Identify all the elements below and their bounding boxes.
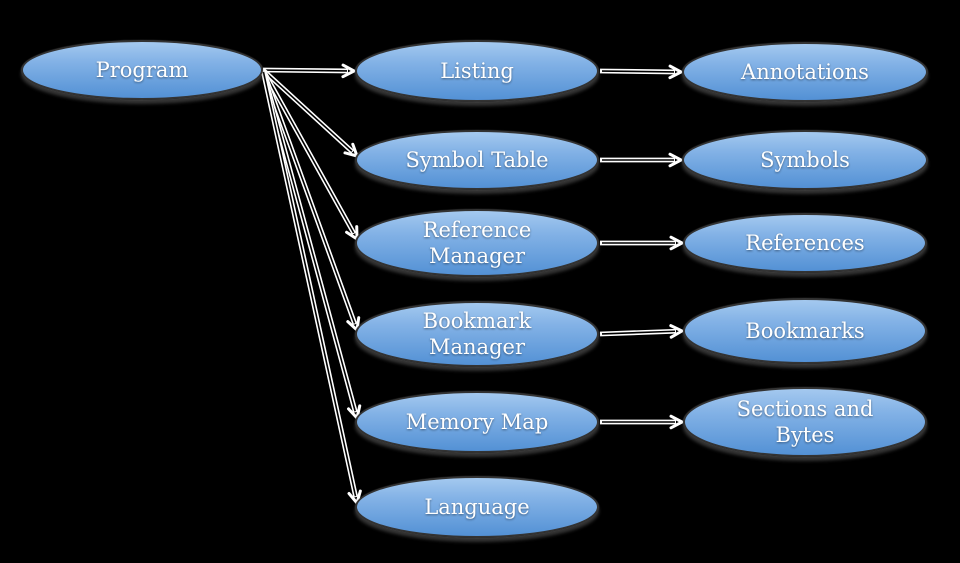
arrow-reference-manager-to-references (600, 235, 684, 251)
node-memory-map: Memory Map (355, 391, 599, 453)
node-label: Memory Map (405, 409, 549, 434)
arrow-program-to-listing (262, 63, 356, 79)
node-label: Language (424, 494, 530, 519)
node-label: Symbols (760, 147, 850, 172)
node-language: Language (355, 476, 599, 538)
node-bookmark-manager: Bookmark Manager (355, 301, 599, 367)
arrow-program-to-language (260, 69, 362, 505)
node-annotations: Annotations (682, 42, 928, 102)
arrow-program-to-memory-map (260, 69, 362, 420)
node-references: References (683, 213, 927, 273)
node-label: Annotations (741, 59, 869, 84)
node-label: Reference Manager (422, 217, 532, 268)
node-label: References (745, 230, 865, 255)
node-label: Bookmark Manager (422, 308, 532, 359)
node-label: Sections and Bytes (736, 396, 874, 447)
node-label: Listing (440, 58, 514, 83)
arrow-listing-to-annotations (599, 64, 683, 80)
node-listing: Listing (355, 40, 599, 102)
node-label: Bookmarks (745, 318, 865, 343)
arrow-program-to-reference-manager (260, 68, 359, 241)
node-reference-manager: Reference Manager (355, 209, 599, 277)
node-program: Program (21, 40, 263, 100)
node-symbol-table: Symbol Table (355, 130, 599, 190)
node-label: Program (95, 57, 189, 82)
node-bookmarks: Bookmarks (683, 298, 927, 364)
arrow-bookmark-manager-to-bookmarks (599, 324, 684, 339)
node-label: Symbol Table (405, 147, 549, 172)
node-sections-and-bytes: Sections and Bytes (683, 387, 927, 457)
arrow-memory-map-to-sections-and-bytes (600, 414, 684, 430)
arrow-symbol-table-to-symbols (600, 152, 683, 168)
node-symbols: Symbols (682, 130, 928, 190)
